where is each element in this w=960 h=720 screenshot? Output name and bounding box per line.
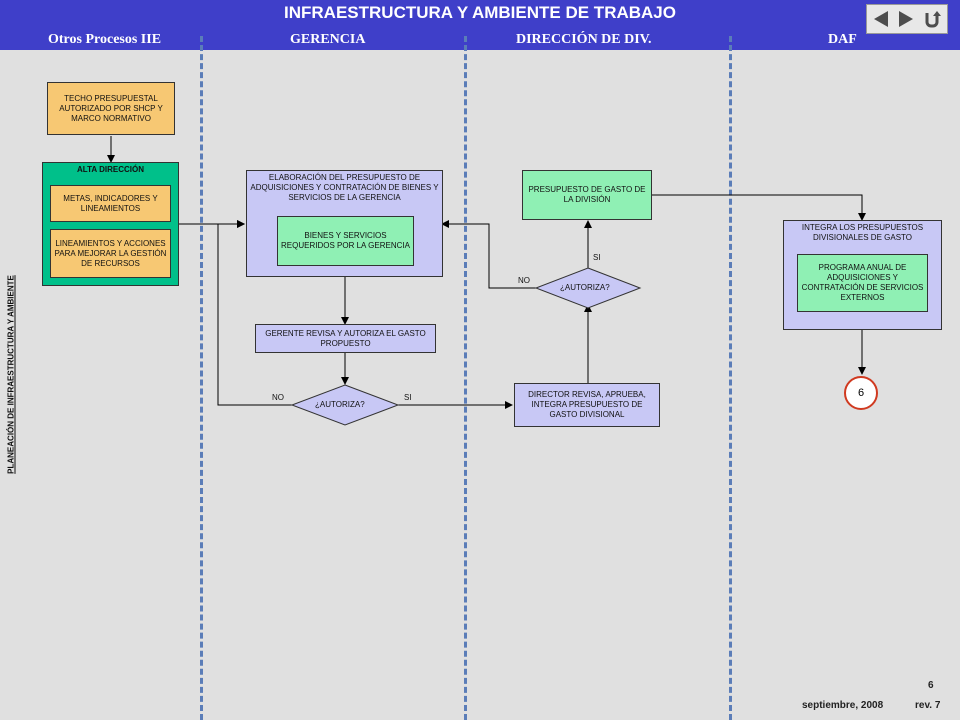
si-label-1: SI <box>404 393 412 402</box>
decision-2-label: ¿AUTORIZA? <box>560 283 610 292</box>
no-label-2: NO <box>518 276 530 285</box>
nav-controls <box>866 4 948 34</box>
elaboracion-label: ELABORACIÓN DEL PRESUPUESTO DE ADQUISICI… <box>250 173 439 202</box>
lineamientos-box: LINEAMIENTOS Y ACCIONES PARA MEJORAR LA … <box>50 229 171 278</box>
page-number: 6 <box>928 680 934 691</box>
lane-divider-3 <box>729 36 732 720</box>
footer-rev: rev. 7 <box>915 700 941 711</box>
bienes-servicios-box: BIENES Y SERVICIOS REQUERIDOS POR LA GER… <box>277 216 414 266</box>
column-direccion: DIRECCIÓN DE DIV. <box>516 32 652 47</box>
header-bar <box>0 0 960 50</box>
column-gerencia: GERENCIA <box>290 32 366 47</box>
decision-diamond-1 <box>290 384 400 426</box>
lane-divider-1 <box>200 36 203 720</box>
techo-presupuestal-box: TECHO PRESUPUESTAL AUTORIZADO POR SHCP Y… <box>47 82 175 135</box>
alta-direccion-label: ALTA DIRECCIÓN <box>77 165 144 174</box>
back-arrow-icon[interactable] <box>870 8 892 30</box>
presupuesto-division-box: PRESUPUESTO DE GASTO DE LA DIVISIÓN <box>522 170 652 220</box>
gerente-revisa-box: GERENTE REVISA Y AUTORIZA EL GASTO PROPU… <box>255 324 436 353</box>
metas-box: METAS, INDICADORES Y LINEAMIENTOS <box>50 185 171 222</box>
programa-anual-box: PROGRAMA ANUAL DE ADQUISICIONES Y CONTRA… <box>797 254 928 312</box>
return-icon[interactable] <box>921 8 943 30</box>
forward-arrow-icon[interactable] <box>895 8 917 30</box>
page-title: INFRAESTRUCTURA Y AMBIENTE DE TRABAJO <box>284 3 676 22</box>
director-revisa-box: DIRECTOR REVISA, APRUEBA, INTEGRA PRESUP… <box>514 383 660 427</box>
no-label-1: NO <box>272 393 284 402</box>
decision-1-label: ¿AUTORIZA? <box>315 400 365 409</box>
column-daf: DAF <box>828 32 857 47</box>
footer-date: septiembre, 2008 <box>802 700 884 711</box>
si-label-2: SI <box>593 253 601 262</box>
lane-divider-2 <box>464 36 467 720</box>
decision-diamond-2 <box>534 267 642 309</box>
page-connector[interactable]: 6 <box>844 376 878 410</box>
integra-label: INTEGRA LOS PRESUPUESTOS DIVISIONALES DE… <box>801 223 924 242</box>
column-otros-procesos: Otros Procesos IIE <box>48 32 162 47</box>
